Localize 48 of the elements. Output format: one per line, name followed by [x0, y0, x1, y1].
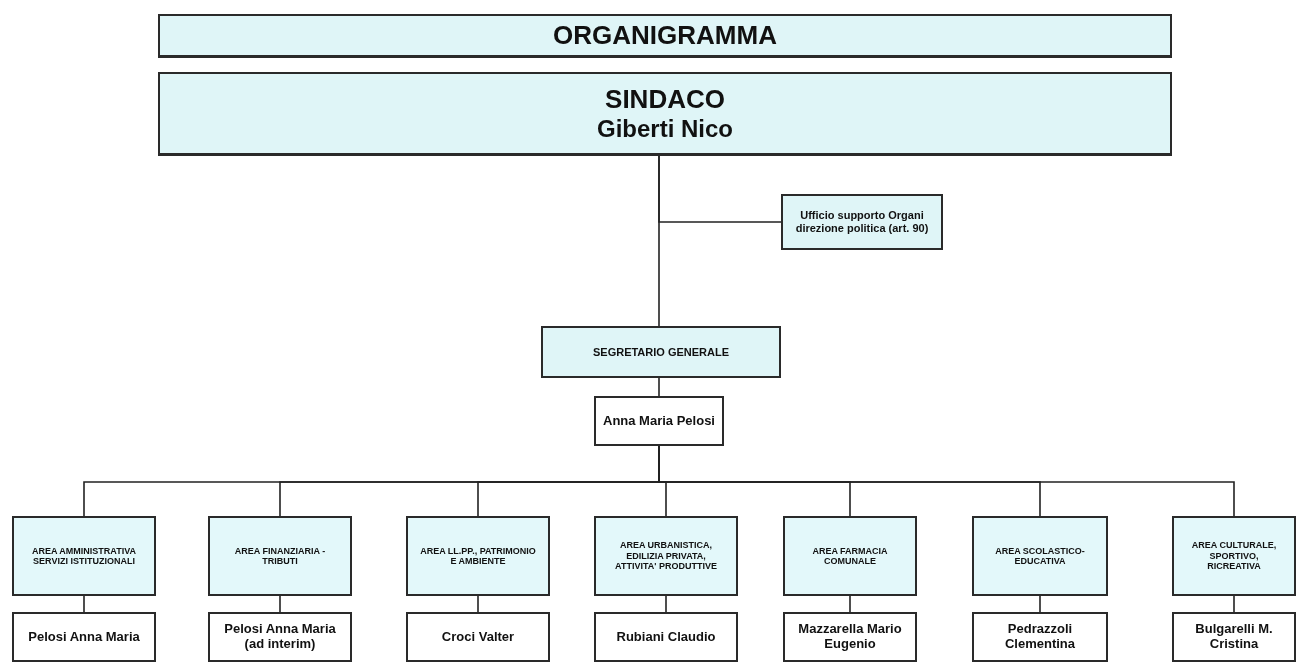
node-title: Ufficio supporto Organi direzione politica (art. 90)	[794, 209, 930, 235]
area-box	[972, 516, 1108, 596]
node-title: ORGANIGRAMMA	[552, 20, 778, 51]
name-box	[594, 612, 738, 662]
node-title: Mazzarella Mario Eugenio	[797, 622, 903, 652]
node-title: Rubiani Claudio	[615, 629, 717, 645]
name-box	[972, 612, 1108, 662]
name-box	[1172, 612, 1296, 662]
area-box	[1172, 516, 1296, 596]
node-title: AREA CULTURALE, SPORTIVO, RICREATIVA	[1190, 540, 1278, 572]
name-box	[406, 612, 550, 662]
node-title: AREA SCOLASTICO-EDUCATIVA	[994, 545, 1086, 567]
node-title: AREA AMMINISTRATIVA SERVIZI ISTITUZIONALI	[31, 545, 137, 567]
node-subtitle: Giberti Nico	[596, 114, 734, 143]
node-title: Pelosi Anna Maria (ad interim)	[223, 622, 337, 652]
node-title: Pedrazzoli Clementina	[1003, 622, 1077, 652]
node-title: Anna Maria Pelosi	[602, 413, 716, 429]
name-box	[594, 396, 724, 446]
node-title: SINDACO	[604, 84, 726, 115]
area-box	[406, 516, 550, 596]
name-box	[12, 612, 156, 662]
header-band	[158, 72, 1172, 156]
area-box	[594, 516, 738, 596]
office-box	[781, 194, 943, 250]
area-box	[12, 516, 156, 596]
area-box	[208, 516, 352, 596]
header-band	[158, 14, 1172, 58]
area-box	[783, 516, 917, 596]
name-box	[208, 612, 352, 662]
name-box	[783, 612, 917, 662]
node-title: Bulgarelli M. Cristina	[1194, 622, 1274, 652]
node-title: AREA FARMACIA COMUNALE	[811, 545, 889, 567]
connector-line	[658, 155, 660, 327]
node-title: AREA FINANZIARIA - TRIBUTI	[233, 545, 327, 567]
office-box	[541, 326, 781, 378]
connector-line	[1039, 595, 1041, 613]
connector-line	[665, 595, 667, 613]
connector-line	[477, 595, 479, 613]
connector-line	[658, 377, 660, 397]
connector-line	[83, 595, 85, 613]
connector-line	[279, 595, 281, 613]
node-title: SEGRETARIO GENERALE	[591, 345, 731, 359]
node-title: AREA URBANISTICA, EDILIZIA PRIVATA, ATTIVITA' PRODUTTIVE	[614, 540, 718, 572]
connector-line	[1233, 595, 1235, 613]
node-title: AREA LL.PP., PATRIMONIO E AMBIENTE	[419, 545, 537, 567]
node-title: Croci Valter	[440, 629, 516, 645]
node-title: Pelosi Anna Maria	[27, 629, 141, 645]
connector-line	[849, 595, 851, 613]
